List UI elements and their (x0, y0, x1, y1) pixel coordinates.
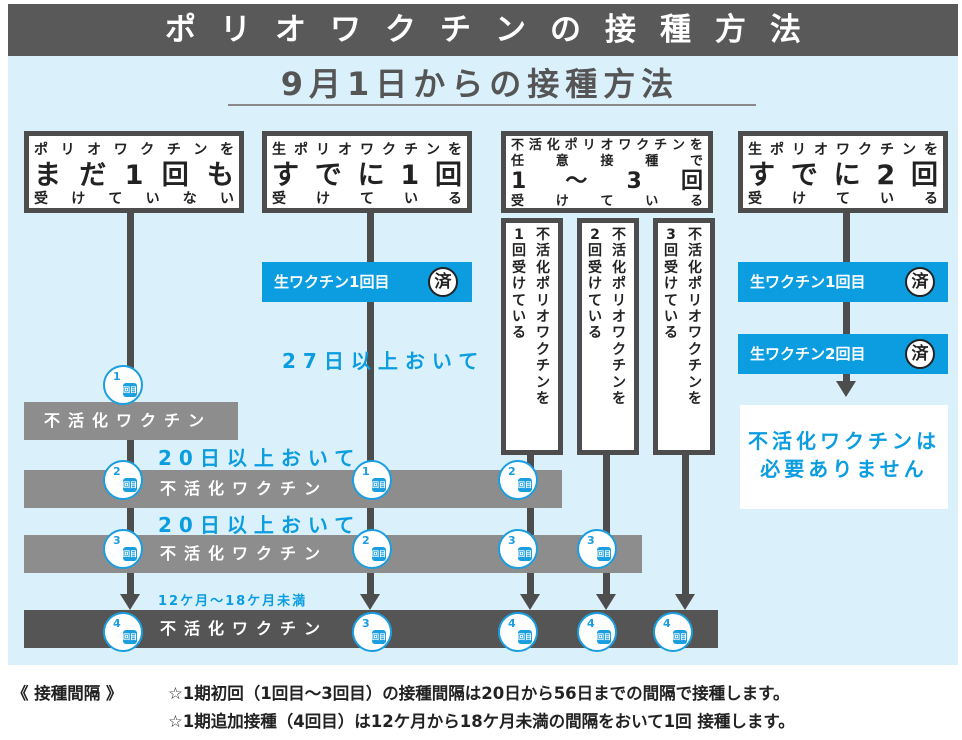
interval-20-days: 20日以上おいて (158, 446, 362, 470)
not-needed-line1: 不活化ワクチンは (748, 429, 940, 453)
flow-arrowhead (520, 594, 540, 610)
flow-arrowhead (836, 381, 856, 397)
live-vaccine-dose1-label: 生ワクチン1回目 (750, 273, 866, 291)
category-text-row: 受けている (748, 191, 938, 207)
interval-12-18-months: 12ケ月～18ケ月未満 (158, 594, 308, 609)
flow-arrowhead (675, 594, 695, 610)
page-subtitle: 9月1日からの接種方法 (280, 65, 680, 103)
flow-arrowhead (596, 594, 616, 610)
notes-label: 《 接種間隔 》 (12, 684, 123, 703)
category-text-row: 任意接種で (511, 154, 703, 169)
notes-line2: ☆1期追加接種（4回目）は12ケ月から18ケ月未満の間隔をおいて1回 接種します… (168, 712, 795, 731)
flow-arrow-shaft (682, 453, 689, 595)
category-text-row: 生ポリオワクチンを (748, 142, 938, 158)
interval-20-days: 20日以上おいて (158, 513, 362, 537)
inactivated-vaccine-dose1-band: 不活化ワクチン (24, 402, 238, 440)
vertical-text-column: 不活化ポリオワクチンを (612, 227, 626, 408)
flow-arrow-shaft (527, 453, 534, 595)
interval-27-days: 27日以上おいて (282, 349, 486, 373)
not-needed-card: 不活化ワクチンは 必要ありません (740, 405, 948, 509)
flow-arrowhead (360, 594, 380, 610)
category-text-row: 不活化ポリオワクチンを (511, 138, 703, 153)
category-text-row: 受けていない (34, 191, 234, 207)
live-vaccine-dose2-label: 生ワクチン2回目 (750, 345, 866, 363)
header-bar: ポリオワクチンの接種方法 (8, 4, 958, 56)
completed-seal-icon: 済 (905, 267, 935, 297)
category-text-row: ポリオワクチンを (34, 142, 234, 158)
flow-arrow-shaft (367, 212, 374, 595)
page-title: ポリオワクチンの接種方法 (165, 12, 825, 48)
flow-arrow-shaft (603, 453, 610, 595)
category-text-row: 受けている (272, 191, 462, 207)
not-needed-line2: 必要ありません (760, 457, 928, 481)
completed-seal-icon: 済 (905, 339, 935, 369)
live-vaccine-dose1-label: 生ワクチン1回目 (274, 273, 390, 291)
category-text-row: 受けている (511, 194, 703, 209)
vertical-text-column: 不活化ポリオワクチンを (536, 227, 550, 408)
vertical-text-column: 不活化ポリオワクチンを (688, 227, 702, 408)
notes-line1: ☆1期初回（1回目～3回目）の接種間隔は20日から56日までの間隔で接種します。 (168, 684, 790, 703)
subtitle-underline (228, 104, 756, 106)
category-text-row: 生ポリオワクチンを (272, 142, 462, 158)
completed-seal-icon: 済 (428, 267, 458, 297)
flow-arrowhead (120, 594, 140, 610)
